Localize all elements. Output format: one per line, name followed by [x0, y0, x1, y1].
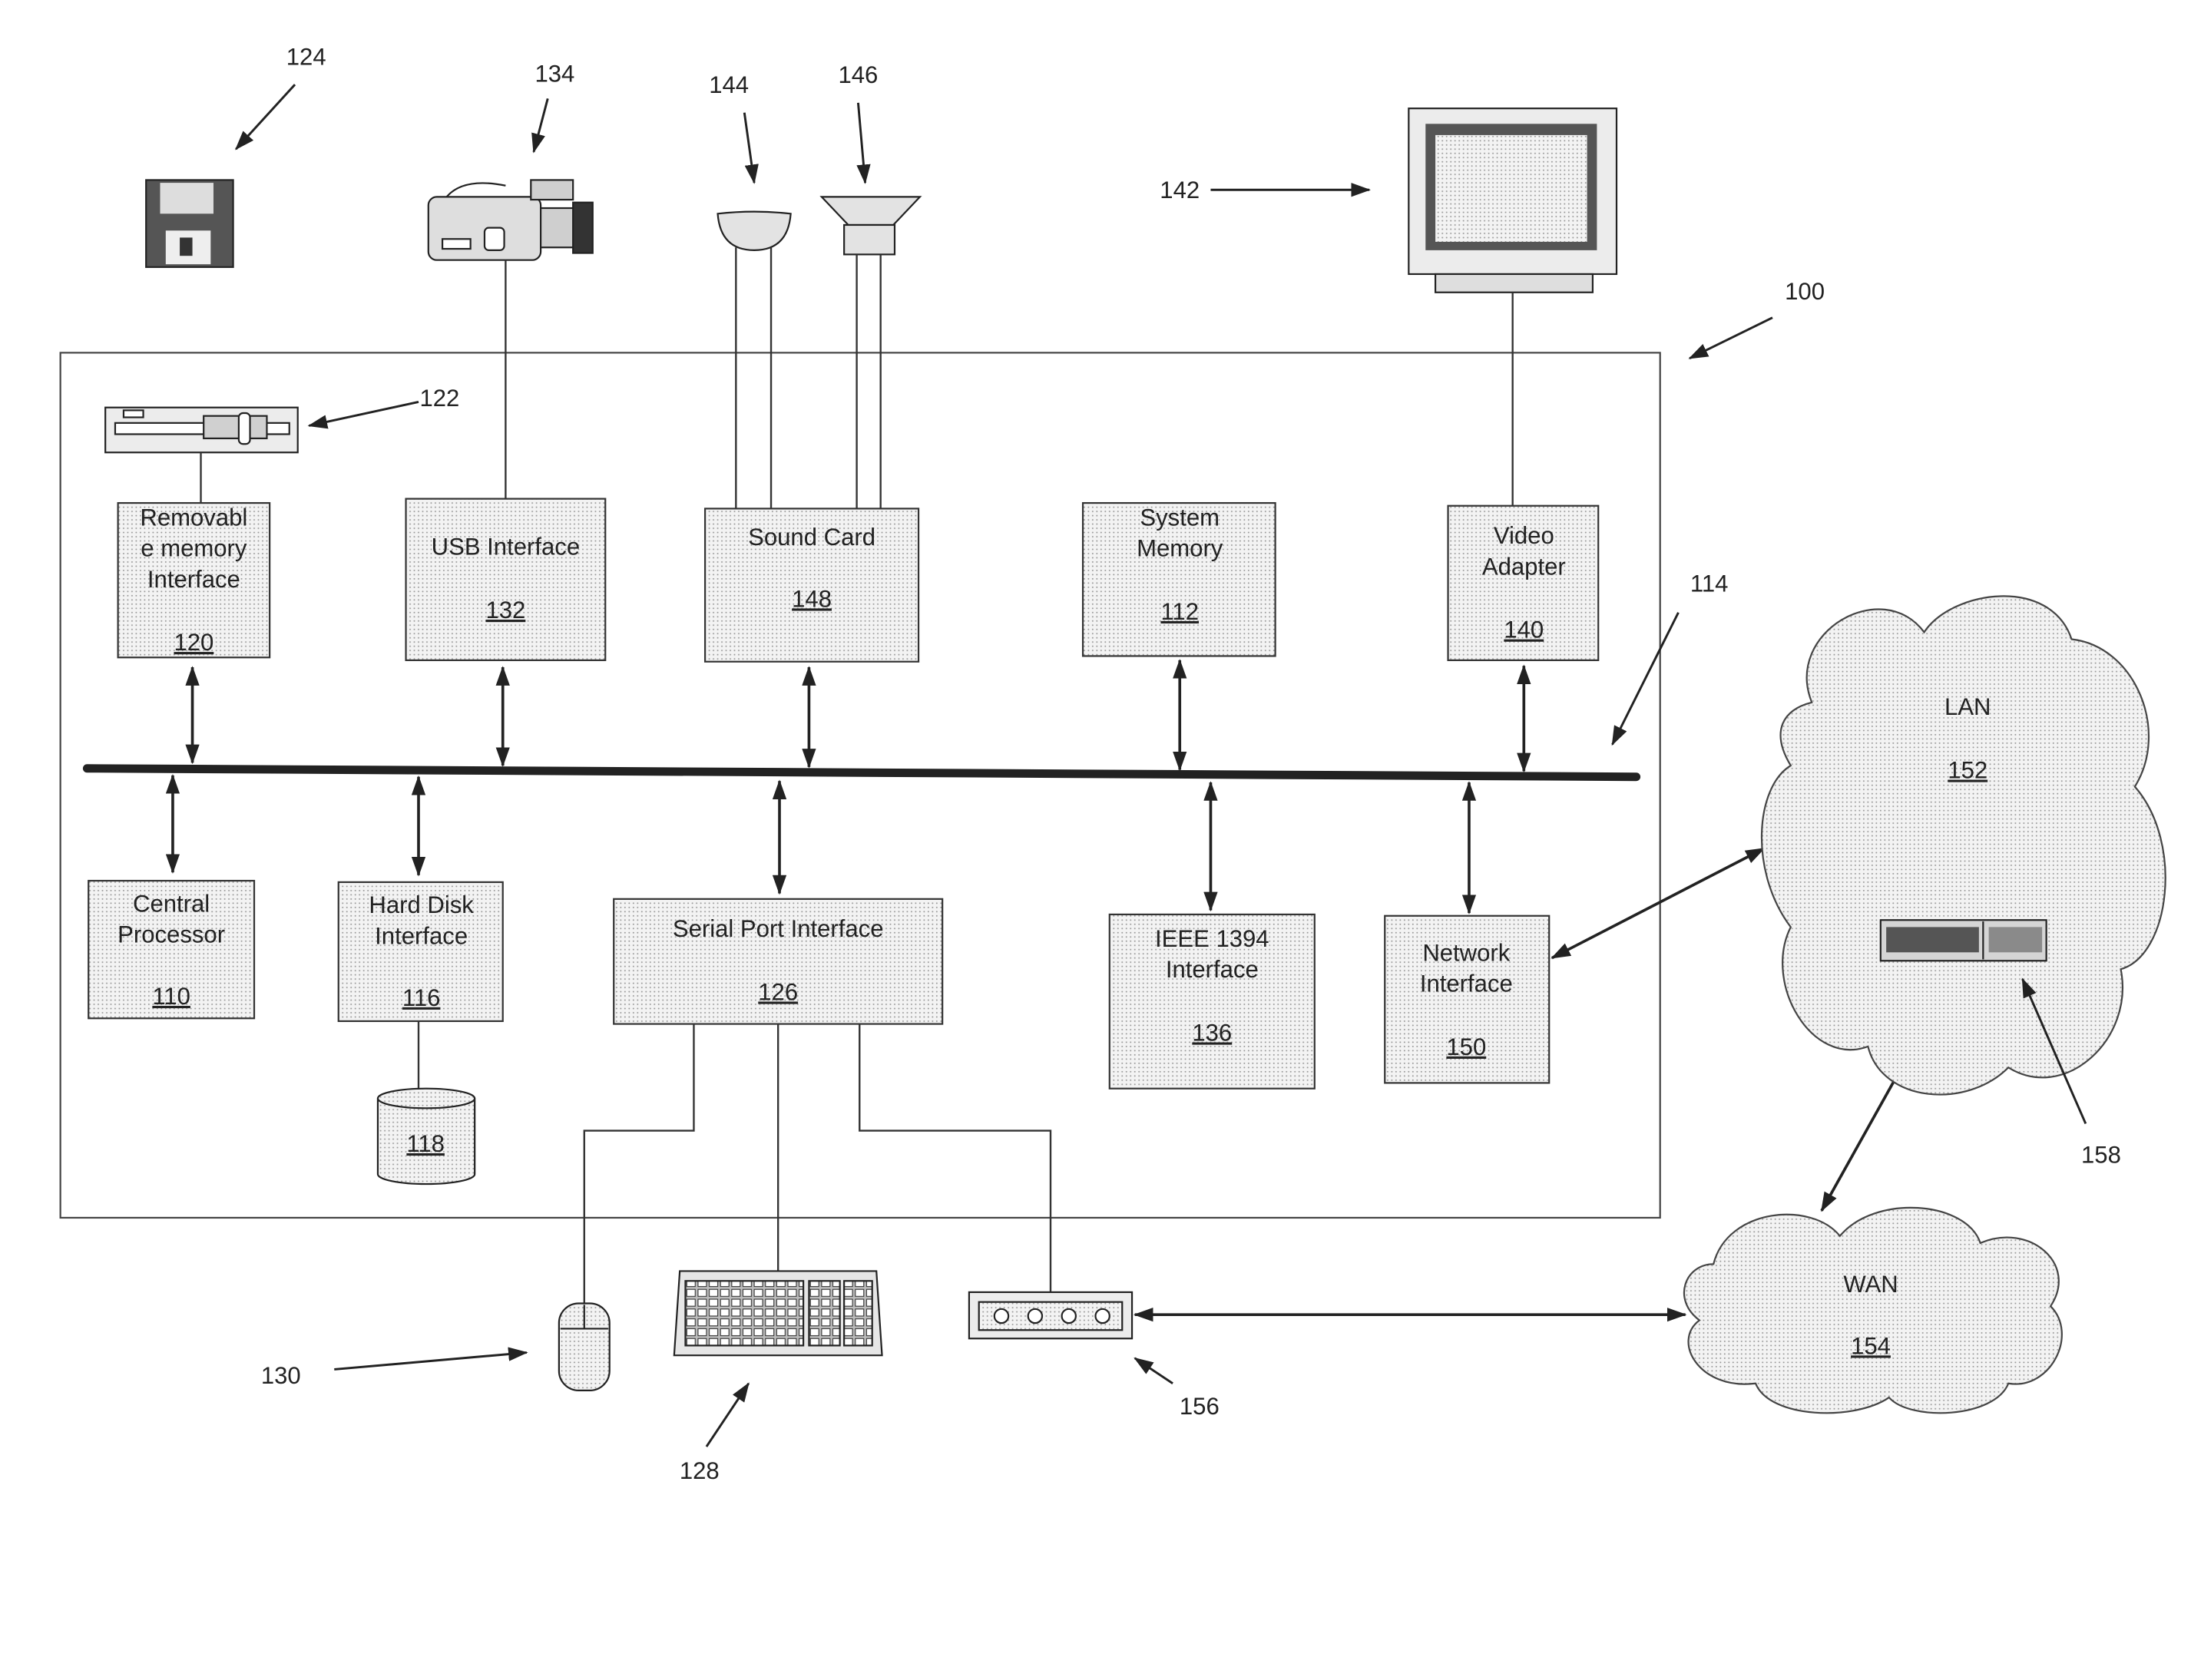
- block-label-line: Adapter: [1482, 553, 1566, 580]
- callout-microphone: 144: [709, 71, 749, 98]
- callout-speaker: 146: [838, 61, 878, 88]
- block-label-line: Hard Disk: [369, 891, 474, 918]
- serial-port-interface-block: Serial Port Interface 126: [614, 899, 942, 1024]
- block-label-line: Interface: [1166, 956, 1259, 983]
- block-ref-number: 116: [402, 984, 441, 1011]
- hard-disk-ref-number: 118: [406, 1130, 445, 1157]
- wan-cloud: WAN 154: [1684, 1208, 2062, 1413]
- block-label-line: System: [1140, 504, 1220, 531]
- hard-disk-cylinder-icon: 118: [378, 1089, 475, 1184]
- leader-bus: [1613, 613, 1679, 745]
- usb-interface-block: USB Interface 132: [406, 499, 606, 660]
- microphone-icon: [718, 212, 791, 250]
- callout-system: 100: [1785, 278, 1825, 305]
- monitor-icon: [1408, 108, 1617, 293]
- removable-memory-interface-block: Removabl e memory Interface 120: [118, 503, 270, 657]
- block-label-line: IEEE 1394: [1155, 925, 1269, 952]
- wire-serial-to-modem: [859, 1024, 1051, 1292]
- video-adapter-block: Video Adapter 140: [1448, 506, 1599, 660]
- block-ref-number: 110: [152, 983, 190, 1010]
- callout-floppy-drive: 122: [419, 385, 459, 412]
- block-label-line: Video: [1494, 522, 1554, 549]
- mouse-icon: [559, 1304, 610, 1391]
- lan-label: LAN: [1944, 693, 1991, 720]
- block-label-line: Removabl: [140, 504, 247, 531]
- block-ref-number: 132: [485, 597, 525, 623]
- block-label-line: Interface: [1420, 971, 1513, 997]
- callout-keyboard: 128: [680, 1457, 720, 1484]
- leader-system: [1690, 318, 1772, 359]
- leader-microphone: [744, 113, 754, 183]
- lan-device-icon: [1881, 920, 2047, 961]
- wan-label: WAN: [1843, 1271, 1898, 1298]
- leader-camcorder: [534, 98, 548, 151]
- modem-icon: [969, 1292, 1132, 1338]
- speaker-icon: [822, 197, 920, 254]
- leader-floppy-disk: [236, 84, 295, 149]
- block-label-line: Interface: [375, 922, 468, 949]
- wire-serial-to-mouse: [584, 1024, 694, 1304]
- block-label-line: Sound Card: [748, 524, 875, 551]
- block-label-line: Serial Port Interface: [673, 915, 884, 942]
- floppy-disk-icon: [146, 180, 233, 266]
- block-ref-number: 120: [174, 629, 213, 656]
- block-label-line: Processor: [117, 921, 225, 948]
- keyboard-icon: [674, 1271, 882, 1355]
- block-label-line: e memory: [141, 535, 247, 562]
- callout-bus: 114: [1690, 570, 1729, 597]
- block-ref-number: 148: [792, 585, 832, 612]
- callout-camcorder: 134: [535, 60, 574, 87]
- callout-mouse: 130: [261, 1362, 301, 1389]
- system-bus: [87, 769, 1636, 777]
- callout-modem: 156: [1180, 1393, 1220, 1420]
- network-interface-block: Network Interface 150: [1385, 916, 1549, 1083]
- arrow-network-to-lan: [1552, 848, 1764, 958]
- callout-monitor: 142: [1160, 177, 1200, 203]
- central-processor-block: Central Processor 110: [88, 881, 254, 1018]
- block-label-line: Interface: [147, 566, 240, 593]
- leader-floppy-drive: [309, 402, 419, 425]
- wan-ref-number: 154: [1851, 1332, 1891, 1359]
- block-ref-number: 140: [1504, 617, 1544, 643]
- system-memory-block: System Memory 112: [1083, 503, 1276, 656]
- leader-mouse: [334, 1353, 527, 1370]
- block-ref-number: 112: [1160, 598, 1199, 625]
- callout-floppy-disk: 124: [286, 43, 326, 70]
- floppy-drive-icon: [105, 408, 298, 453]
- lan-ref-number: 152: [1948, 757, 1987, 784]
- leader-modem: [1135, 1358, 1173, 1384]
- leader-keyboard: [707, 1384, 749, 1447]
- block-label-line: Network: [1422, 939, 1510, 966]
- leader-speaker: [858, 103, 865, 183]
- block-ref-number: 150: [1446, 1033, 1486, 1060]
- block-label-line: Memory: [1137, 535, 1223, 562]
- block-ref-number: 126: [758, 978, 798, 1005]
- camcorder-icon: [429, 180, 593, 260]
- block-ref-number: 136: [1192, 1020, 1232, 1047]
- block-label-line: USB Interface: [432, 534, 580, 561]
- callout-lan-device: 158: [2081, 1142, 2121, 1169]
- block-label-line: Central: [133, 890, 210, 917]
- lan-cloud: LAN 152: [1762, 596, 2166, 1094]
- ieee-1394-interface-block: IEEE 1394 Interface 136: [1110, 914, 1315, 1089]
- sound-card-block: Sound Card 148: [705, 508, 918, 661]
- hard-disk-interface-block: Hard Disk Interface 116: [339, 882, 503, 1021]
